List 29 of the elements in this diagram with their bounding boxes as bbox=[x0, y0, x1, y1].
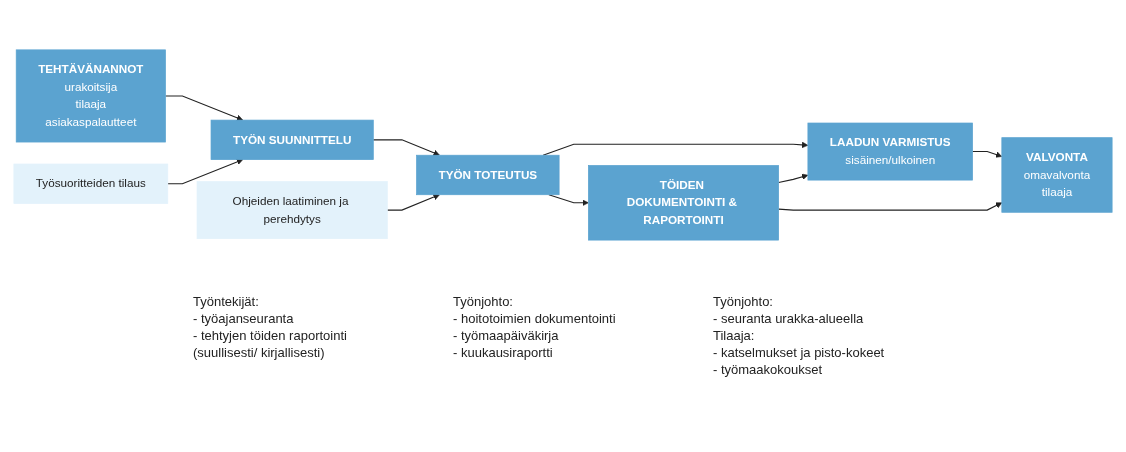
note-text: - seuranta urakka-alueella bbox=[713, 310, 865, 328]
node-box: LAADUN VARMISTUS sisäinen/ulkoinen bbox=[807, 122, 973, 181]
node-box: TEHTÄVÄNANNOT urakoitsija tilaaja asiakaspalautteet bbox=[15, 49, 166, 143]
arrow bbox=[778, 173, 809, 184]
arrow bbox=[386, 193, 440, 211]
node-box: Työsuoritteiden tilaus bbox=[13, 163, 169, 204]
note-text: Työnjohto: bbox=[453, 294, 514, 311]
arrow bbox=[972, 151, 1003, 158]
arrow bbox=[164, 95, 244, 121]
note-text: - työmaapäiväkirja bbox=[453, 327, 560, 345]
node-box: TÖIDEN DOKUMENTOINTI & RAPORTOINTI bbox=[588, 165, 779, 241]
arrow bbox=[548, 194, 589, 206]
arrow bbox=[372, 139, 440, 156]
node-box: TYÖN TOTEUTUS bbox=[416, 154, 560, 196]
arrow bbox=[778, 202, 1003, 211]
note-text: Tilaaja: bbox=[713, 327, 756, 345]
node-box: VALVONTA omavalvonta tilaaja bbox=[1001, 137, 1113, 213]
note-text: Työnjohto: bbox=[713, 294, 774, 311]
arrow bbox=[167, 158, 244, 185]
note-text: - katselmukset ja pisto-kokeet bbox=[713, 344, 886, 362]
note-text: - kuukausiraportti bbox=[453, 344, 554, 362]
note-text: - työajanseuranta bbox=[193, 310, 295, 328]
note-text: - työmaakokoukset bbox=[713, 361, 824, 379]
node-box: TYÖN SUUNNITTELU bbox=[210, 119, 374, 160]
node-box: Ohjeiden laatiminen ja perehdytys bbox=[196, 181, 388, 239]
arrow bbox=[542, 141, 809, 156]
note-text: - tehtyjen töiden raportointi (suullisesti/ kirjallisesti) bbox=[193, 327, 348, 362]
note-text: Työntekijät: bbox=[193, 294, 260, 311]
note-text: - hoitotoimien dokumentointi bbox=[453, 310, 617, 328]
